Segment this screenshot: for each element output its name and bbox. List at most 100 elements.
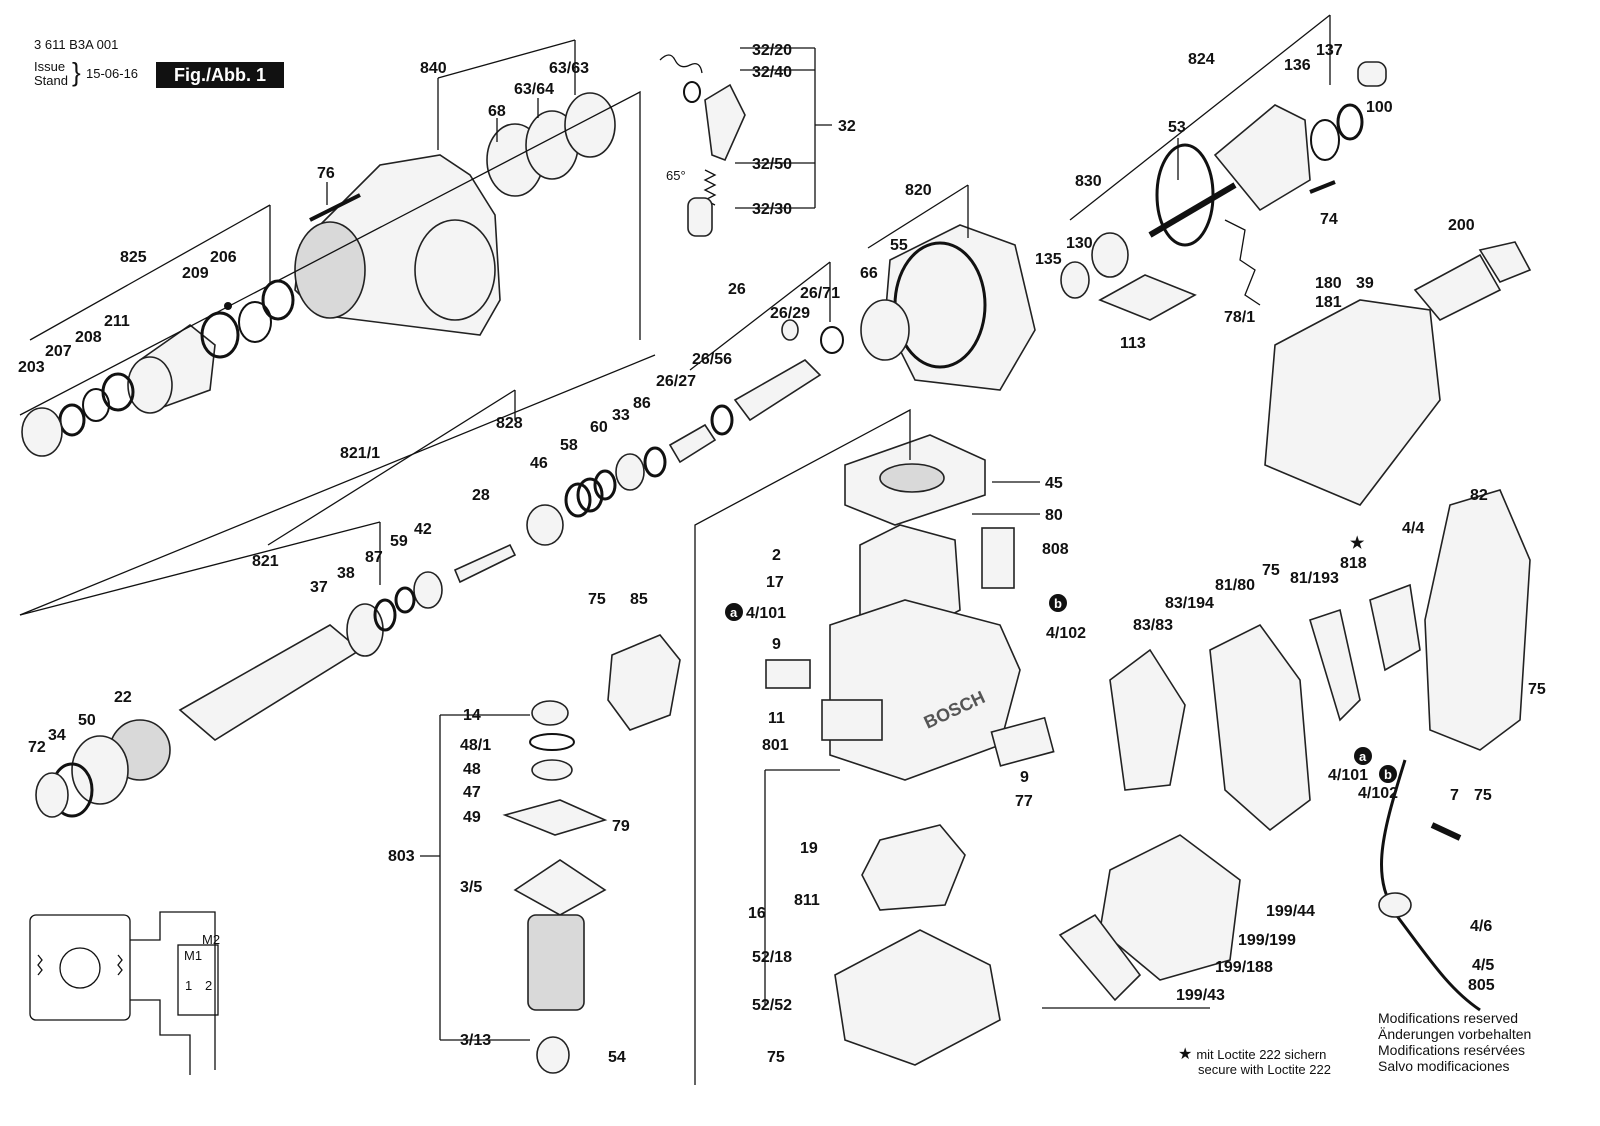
callout-199-43: 199/43 [1176, 987, 1225, 1004]
disc-72-icon [35, 772, 69, 818]
hammer-tube-icon [733, 359, 822, 422]
callout-3-5: 3/5 [460, 879, 482, 896]
handle-cover-83-83-icon [1109, 648, 1186, 791]
marker-a-icon [725, 603, 743, 621]
circlip-137-icon [1336, 103, 1364, 141]
o-ring-32-40-icon [683, 81, 701, 103]
callout-32-20: 32/20 [752, 42, 792, 59]
callout-81-193: 81/193 [1290, 570, 1339, 587]
callout-136: 136 [1284, 57, 1311, 74]
callout-17: 17 [766, 574, 784, 591]
callout-50: 50 [78, 712, 96, 729]
ring-26-71-icon [820, 326, 844, 354]
callout-4-4: 4/4 [1402, 520, 1424, 537]
o-ring-53-icon [1155, 143, 1215, 247]
callout-820: 820 [905, 182, 932, 199]
star-icon: ★ [1350, 535, 1365, 552]
callout-130: 130 [1066, 235, 1093, 252]
piston-26-27-icon [668, 423, 717, 464]
marker-a2-icon [1354, 747, 1372, 765]
handle-81-80-icon [1209, 623, 1311, 832]
callout-113: 113 [1120, 335, 1146, 352]
bevel-gear-icon [1213, 104, 1311, 212]
schematic-m1: M1 [184, 948, 202, 963]
callout-63-63: 63/63 [549, 60, 589, 77]
callout-26-29: 26/29 [770, 305, 810, 322]
callout-19: 19 [800, 840, 818, 857]
piston-pin-icon [781, 319, 799, 341]
parts-layer: BOSCH [19, 54, 1532, 1085]
bearing-42-icon [413, 571, 443, 609]
callout-59: 59 [390, 533, 408, 550]
marker-a2-text: a [1359, 749, 1367, 764]
callout-86: 86 [633, 395, 651, 412]
callout-825: 825 [120, 249, 147, 266]
wiring-schematic: M1 M2 1 2 [29, 911, 220, 1075]
callout-85: 85 [630, 591, 648, 608]
screw-74-icon [1309, 180, 1336, 194]
callout-818: 818 [1340, 555, 1367, 572]
callout-38: 38 [337, 565, 355, 582]
connection-markers: a b a b ★ [725, 535, 1397, 783]
loctite-note: ★mit Loctite 222 sichern secure with Loc… [1178, 1046, 1331, 1078]
callout-37: 37 [310, 579, 328, 596]
gasket-200-icon [1413, 253, 1502, 321]
spindle-collar-icon [346, 603, 384, 657]
issue-label: Issue [34, 59, 66, 74]
trigger-81-193-icon [1309, 608, 1361, 722]
callout-82: 82 [1470, 487, 1488, 504]
stand-label: Stand [34, 73, 68, 88]
callout-801: 801 [762, 737, 789, 754]
callout-48-1: 48/1 [460, 737, 491, 754]
label-9-a-icon [765, 659, 811, 689]
schematic-switch [177, 944, 219, 1016]
bearing-54-icon [536, 1036, 570, 1074]
angle-label: 65° [666, 168, 686, 183]
callout-26-56: 26/56 [692, 351, 732, 368]
firing-pin-28-icon [453, 543, 517, 584]
callout-75-d: 75 [1528, 681, 1546, 698]
callout-32-50: 32/50 [752, 156, 792, 173]
schematic-motor [59, 947, 101, 989]
marker-b2-text: b [1384, 767, 1392, 782]
callout-33: 33 [612, 407, 630, 424]
callout-77: 77 [1015, 793, 1033, 810]
ring-209-icon [200, 311, 240, 359]
bearing-66-icon [860, 299, 910, 361]
callout-52-18: 52/18 [752, 949, 792, 966]
callout-80: 80 [1045, 507, 1063, 524]
callout-75-b: 75 [1262, 562, 1280, 579]
star-icon: ★ [1178, 1046, 1193, 1063]
callout-32: 32 [838, 118, 856, 135]
switch-4-4-icon [1369, 583, 1421, 672]
callout-808: 808 [1042, 541, 1069, 558]
callout-75-a: 75 [588, 591, 606, 608]
callout-4-101-b: 4/101 [1328, 767, 1368, 784]
callout-66: 66 [860, 265, 878, 282]
figure-label: Fig./Abb. 1 [156, 62, 284, 88]
motor-housing-icon [829, 599, 1021, 781]
callout-54: 54 [608, 1049, 626, 1066]
callout-11: 11 [768, 710, 785, 727]
damper-199-43-icon [1058, 913, 1142, 1002]
callout-52-52: 52/52 [752, 997, 792, 1014]
callout-9-a: 9 [772, 636, 781, 653]
callout-74: 74 [1320, 211, 1338, 228]
callout-9-b: 9 [1020, 769, 1029, 786]
leader-lines [19, 14, 1331, 1041]
schematic-m2: M2 [202, 932, 220, 947]
section-outline-828 [19, 354, 656, 616]
schematic-frame [29, 914, 131, 1021]
marker-b-icon [1049, 594, 1067, 612]
callout-4-102-c: 4/102 [1358, 785, 1398, 802]
marker-b2-icon [1379, 765, 1397, 783]
callout-14: 14 [463, 707, 481, 724]
callout-824: 824 [1188, 51, 1215, 68]
fan-3-5-icon [513, 859, 607, 916]
callout-4-101-a: 4/101 [746, 605, 786, 622]
clamp-7-icon [1430, 822, 1462, 841]
housing-flange-icon [414, 219, 496, 321]
callout-72: 72 [28, 739, 46, 756]
callout-180: 180 [1315, 275, 1342, 292]
